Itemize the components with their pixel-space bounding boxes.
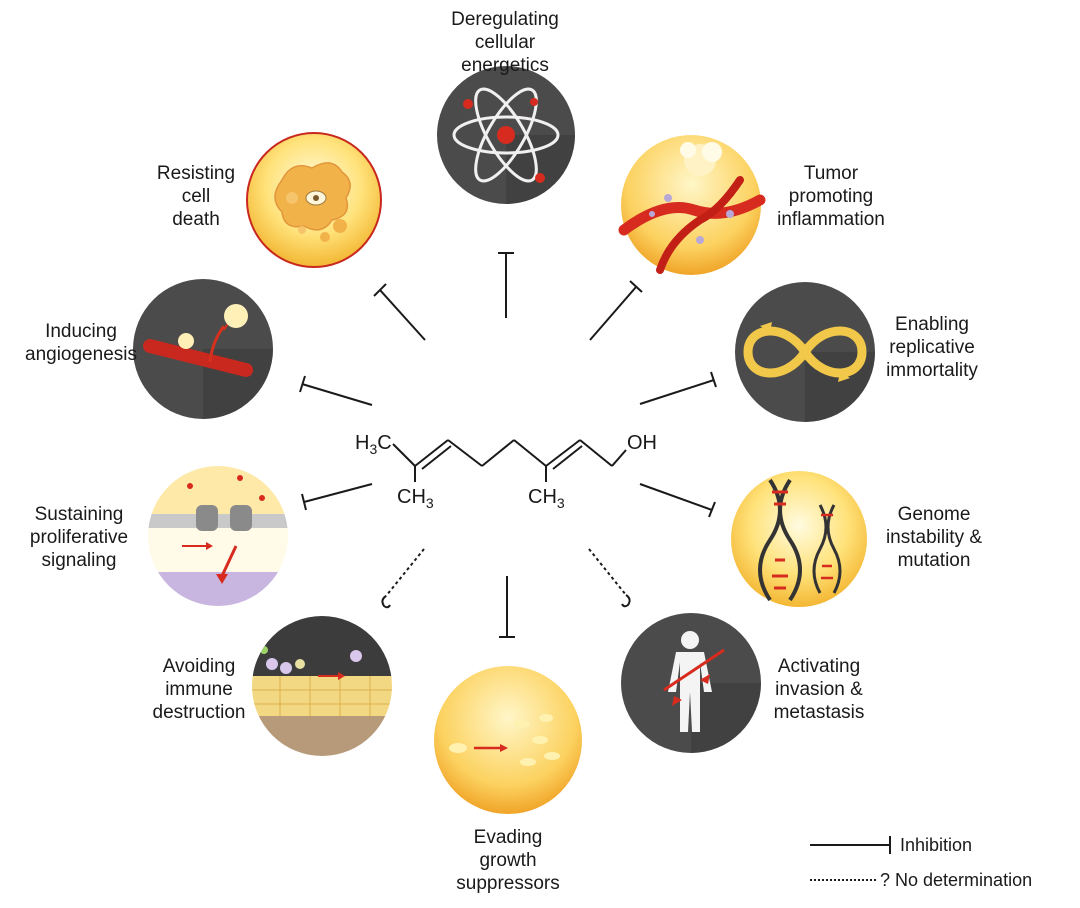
inflamed-vessel-icon	[618, 135, 766, 275]
blood-vessel-icon	[133, 279, 273, 419]
inhibition-line-inflammation	[589, 286, 637, 341]
label-angiogenesis: Inducing angiogenesis	[25, 321, 137, 365]
inhibition-line-angiogenesis	[301, 383, 373, 406]
bond	[414, 439, 449, 467]
label-proliferative: Sustaining proliferative signaling	[29, 504, 129, 571]
inhibition-bar-inflammation	[629, 280, 643, 293]
inhibition-bar-celldeath	[373, 283, 387, 297]
ch3-left-subscript: 3	[425, 495, 434, 511]
ch3-right-subscript: 3	[556, 495, 565, 511]
dotted-line-immune	[385, 548, 425, 597]
methyl-ch3-left-label: CH3	[397, 486, 434, 514]
label-immune: Avoiding immune destruction	[152, 656, 246, 723]
inhibition-bar-angiogenesis	[299, 375, 306, 393]
legend-inhibition-label: Inhibition	[900, 835, 973, 855]
methyl-h3c-label: H3C	[355, 432, 392, 460]
h3c-c: C	[377, 432, 392, 454]
infinity-loop-icon	[735, 282, 875, 422]
methyl-ch3-right-label: CH3	[528, 486, 565, 514]
label-growth: Evading growth suppressors	[456, 827, 560, 894]
inhibition-line-immortality	[639, 379, 715, 405]
bond	[481, 439, 515, 467]
h3c-subscript: 3	[369, 441, 378, 457]
bond	[447, 439, 483, 467]
inhibition-line-genome	[639, 483, 713, 511]
inhibition-line-proliferative	[303, 483, 373, 503]
dotted-line-metastasis	[588, 548, 627, 596]
bond-double	[421, 445, 452, 470]
label-inflammation: Tumor promoting inflammation	[777, 163, 885, 230]
h3c-h: H	[355, 432, 370, 454]
inhibition-bar-immortality	[710, 371, 717, 388]
hydroxyl-label: OH	[627, 432, 657, 454]
inhibition-line-celldeath	[379, 289, 426, 341]
bond-double	[552, 445, 583, 470]
ch3-right-ch: CH	[528, 486, 557, 508]
bond	[545, 439, 581, 467]
effect-lines	[299, 252, 717, 638]
geraniol-structure	[392, 439, 627, 482]
label-genome: Genome instability & mutation	[885, 504, 983, 571]
label-metastasis: Activating invasion & metastasis	[773, 656, 865, 723]
legend-lines	[810, 836, 891, 881]
question-hook-metastasis	[621, 594, 631, 608]
ch3-left-ch: CH	[397, 486, 426, 508]
inhibition-bar-proliferative	[301, 493, 307, 511]
human-body-icon	[621, 613, 761, 753]
question-hook-immune	[381, 595, 391, 609]
bond	[579, 439, 613, 467]
apoptotic-cell-icon	[246, 132, 382, 268]
label-immortality: Enabling replicative immortality	[886, 314, 978, 381]
legend-no-determination-label: ? No determination	[880, 870, 1033, 890]
inhibition-bar-genome	[708, 501, 716, 518]
label-energetics: Deregulating cellular energetics	[451, 9, 559, 76]
atom-icon	[437, 66, 575, 204]
bond	[611, 449, 627, 467]
bond	[513, 439, 547, 467]
dna-icon	[731, 471, 867, 607]
immune-cells-icon	[252, 616, 392, 756]
bond	[392, 443, 416, 467]
membrane-receptor-icon	[148, 466, 288, 606]
label-celldeath: Resisting cell death	[156, 163, 236, 230]
cells-migrating-icon	[434, 666, 582, 814]
